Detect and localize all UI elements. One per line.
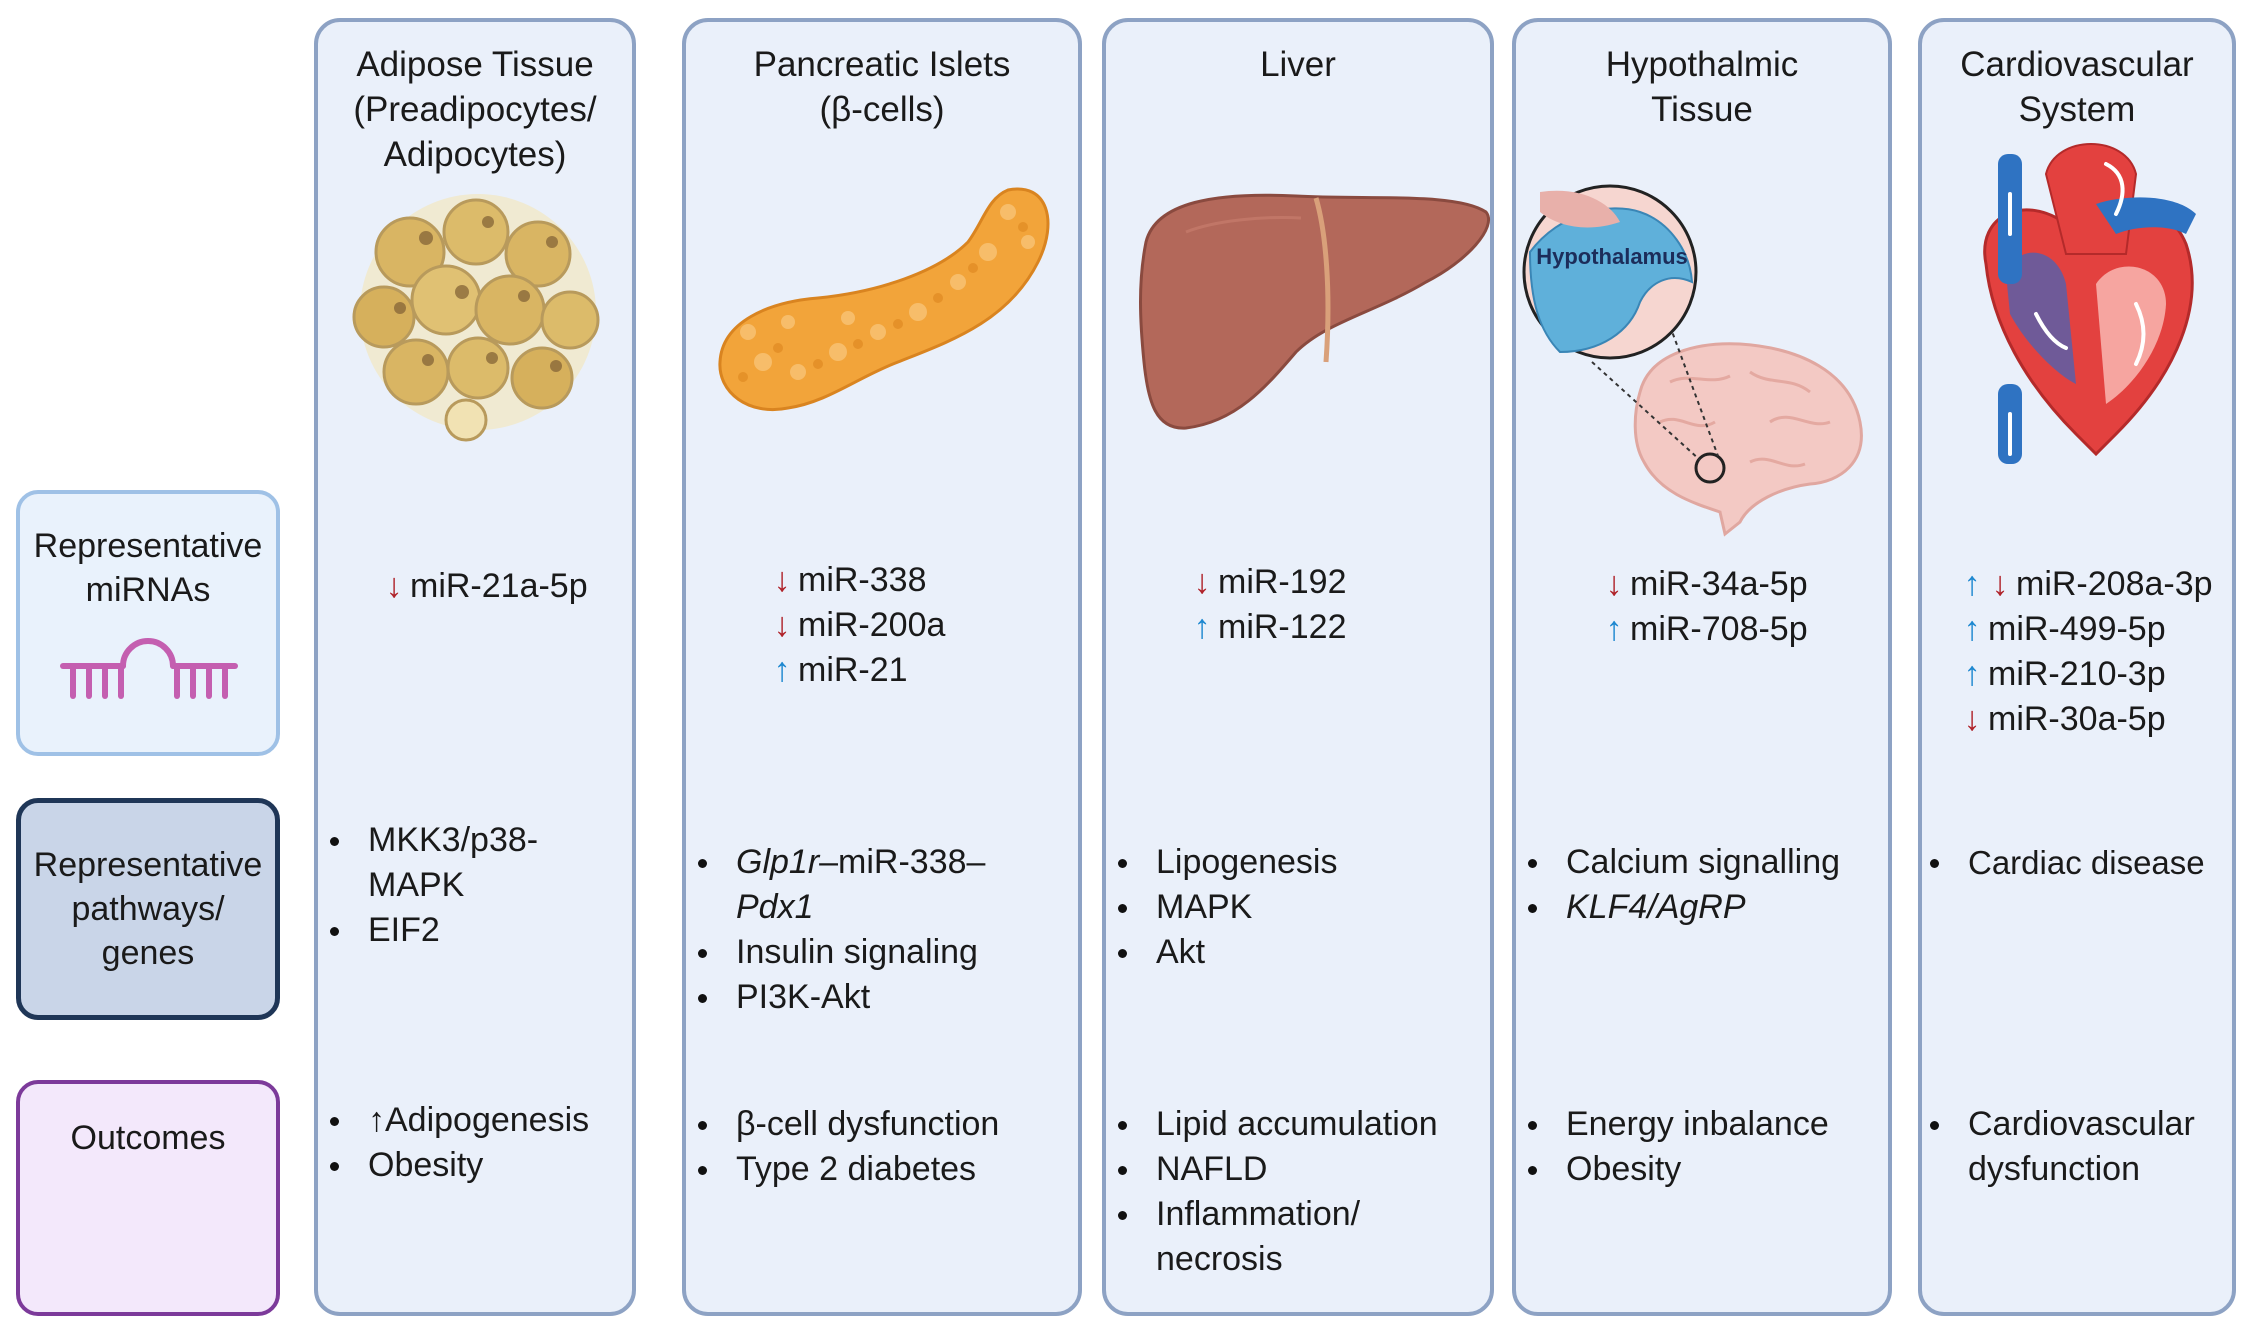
outcome-list: Lipid accumulation NAFLD Inflammation/ n… xyxy=(1110,1102,1494,1282)
down-arrow-icon: ↓ xyxy=(1193,563,1211,601)
row-label-mirnas: Representative miRNAs xyxy=(16,490,280,756)
row-label-mirnas-text: Representative miRNAs xyxy=(33,527,263,609)
outcome-item: Inflammation/ necrosis xyxy=(1110,1192,1494,1282)
column-liver: Liver ↓miR-192 ↑miR-122 Lipogenesis MAPK… xyxy=(1102,18,1494,1316)
up-arrow-icon: ↑ xyxy=(1963,610,1981,648)
row-label-outcomes: Outcomes xyxy=(16,1080,280,1316)
pathway-item: PI3K-Akt xyxy=(690,975,1080,1020)
pathway-item: EIF2 xyxy=(322,908,632,953)
rna-hairpin-icon xyxy=(60,638,238,699)
pathway-item: Lipogenesis xyxy=(1110,840,1490,885)
down-arrow-icon: ↓ xyxy=(385,567,403,605)
pathway-list: Cardiac disease xyxy=(1922,840,2236,885)
mirna-item: ↓miR-34a-5p xyxy=(1602,562,1808,607)
down-arrow-icon: ↓ xyxy=(1963,700,1981,738)
outcome-list: β-cell dysfunction Type 2 diabetes xyxy=(690,1102,1080,1192)
column-adipose: Adipose Tissue (Preadipocytes/ Adipocyte… xyxy=(314,18,636,1316)
outcome-item: ↑Adipogenesis xyxy=(322,1098,636,1143)
mirna-item: ↑↓miR-208a-3p xyxy=(1960,562,2213,607)
outcome-item: Lipid accumulation xyxy=(1110,1102,1494,1147)
pathway-item: Glp1r–miR-338–Pdx1 xyxy=(690,840,1080,930)
up-arrow-icon: ↑ xyxy=(1963,565,1981,603)
outcome-item: Type 2 diabetes xyxy=(690,1147,1080,1192)
mirna-item: ↑miR-122 xyxy=(1190,605,1347,650)
pathway-item: MAPK xyxy=(1110,885,1490,930)
outcome-list: Cardiovascular dysfunction xyxy=(1922,1102,2236,1192)
pathway-list: Glp1r–miR-338–Pdx1 Insulin signaling PI3… xyxy=(690,840,1080,1020)
column-title: Hypothalmic Tissue xyxy=(1605,45,1799,129)
heart-icon xyxy=(1983,143,2196,464)
column-title: Adipose Tissue (Preadipocytes/ Adipocyte… xyxy=(353,45,597,174)
outcome-item: Cardiovascular dysfunction xyxy=(1922,1102,2236,1192)
outcome-item: Obesity xyxy=(1520,1147,1890,1192)
mirna-item: ↑miR-21 xyxy=(770,648,908,693)
down-arrow-icon: ↓ xyxy=(773,606,791,644)
up-arrow-icon: ↑ xyxy=(773,651,791,689)
up-arrow-icon: ↑ xyxy=(1605,610,1623,648)
up-arrow-icon: ↑ xyxy=(1193,608,1211,646)
pancreas-icon xyxy=(718,187,1050,411)
pathway-item: Akt xyxy=(1110,930,1490,975)
outcome-list: ↑Adipogenesis Obesity xyxy=(322,1098,636,1188)
down-arrow-icon: ↓ xyxy=(1991,565,2009,603)
pathway-item: Cardiac disease xyxy=(1922,840,2236,885)
pathway-list: MKK3/p38- MAPK EIF2 xyxy=(322,818,632,953)
mirna-item: ↓miR-338 xyxy=(770,558,927,603)
outcome-item: β-cell dysfunction xyxy=(690,1102,1080,1147)
column-hypothalamic-tissue: Hypothalmic Tissue Hypothalamus ↓miR-34a… xyxy=(1512,18,1892,1316)
column-cardiovascular-system: Cardiovascular System ↑↓miR-208a-3p ↑miR… xyxy=(1918,18,2236,1316)
outcome-item: Obesity xyxy=(322,1143,636,1188)
pathway-list: Lipogenesis MAPK Akt xyxy=(1110,840,1490,975)
hypothalamus-label: Hypothalamus xyxy=(1536,244,1688,269)
liver-icon xyxy=(1139,193,1490,430)
adipocytes-icon xyxy=(352,194,600,442)
pathway-item: Insulin signaling xyxy=(690,930,1080,975)
outcome-item: Energy inbalance xyxy=(1520,1102,1890,1147)
mirna-item: ↑miR-499-5p xyxy=(1960,607,2166,652)
up-arrow-icon: ↑ xyxy=(1963,655,1981,693)
mirna-item: ↑miR-210-3p xyxy=(1960,652,2166,697)
column-pancreatic-islets: Pancreatic Islets (β-cells) ↓miR-338 ↓mi… xyxy=(682,18,1082,1316)
brain-hypothalamus-icon: Hypothalamus xyxy=(1522,184,1863,537)
pathway-item: KLF4/AgRP xyxy=(1520,885,1890,930)
column-title: Pancreatic Islets (β-cells) xyxy=(753,45,1011,129)
pathway-item: MKK3/p38- MAPK xyxy=(322,818,632,908)
mirna-item: ↓miR-30a-5p xyxy=(1960,697,2166,742)
column-title: Liver xyxy=(1260,45,1336,84)
mirna-item: ↑miR-708-5p xyxy=(1602,607,1808,652)
down-arrow-icon: ↓ xyxy=(1605,565,1623,603)
pathway-item: Calcium signalling xyxy=(1520,840,1890,885)
mirna-item: ↓miR-192 xyxy=(1190,560,1347,605)
mirna-item: ↓miR-21a-5p xyxy=(382,564,588,609)
mirna-item: ↓miR-200a xyxy=(770,603,946,648)
row-label-pathways: Representative pathways/ genes xyxy=(16,798,280,1020)
outcome-item: NAFLD xyxy=(1110,1147,1494,1192)
down-arrow-icon: ↓ xyxy=(773,561,791,599)
pathway-list: Calcium signalling KLF4/AgRP xyxy=(1520,840,1890,930)
column-title: Cardiovascular System xyxy=(1960,45,2194,129)
outcome-list: Energy inbalance Obesity xyxy=(1520,1102,1890,1192)
row-label-outcomes-text: Outcomes xyxy=(70,1119,226,1157)
row-label-pathways-text: Representative pathways/ genes xyxy=(33,846,263,972)
